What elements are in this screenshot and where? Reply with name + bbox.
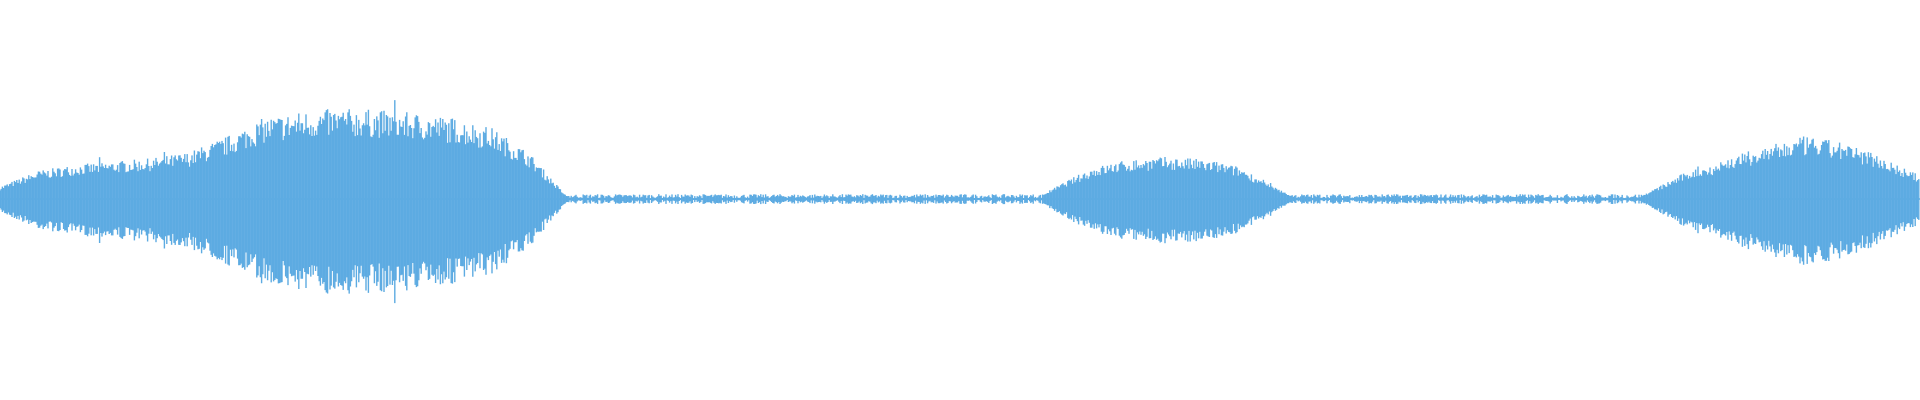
waveform-bars	[0, 100, 1920, 304]
